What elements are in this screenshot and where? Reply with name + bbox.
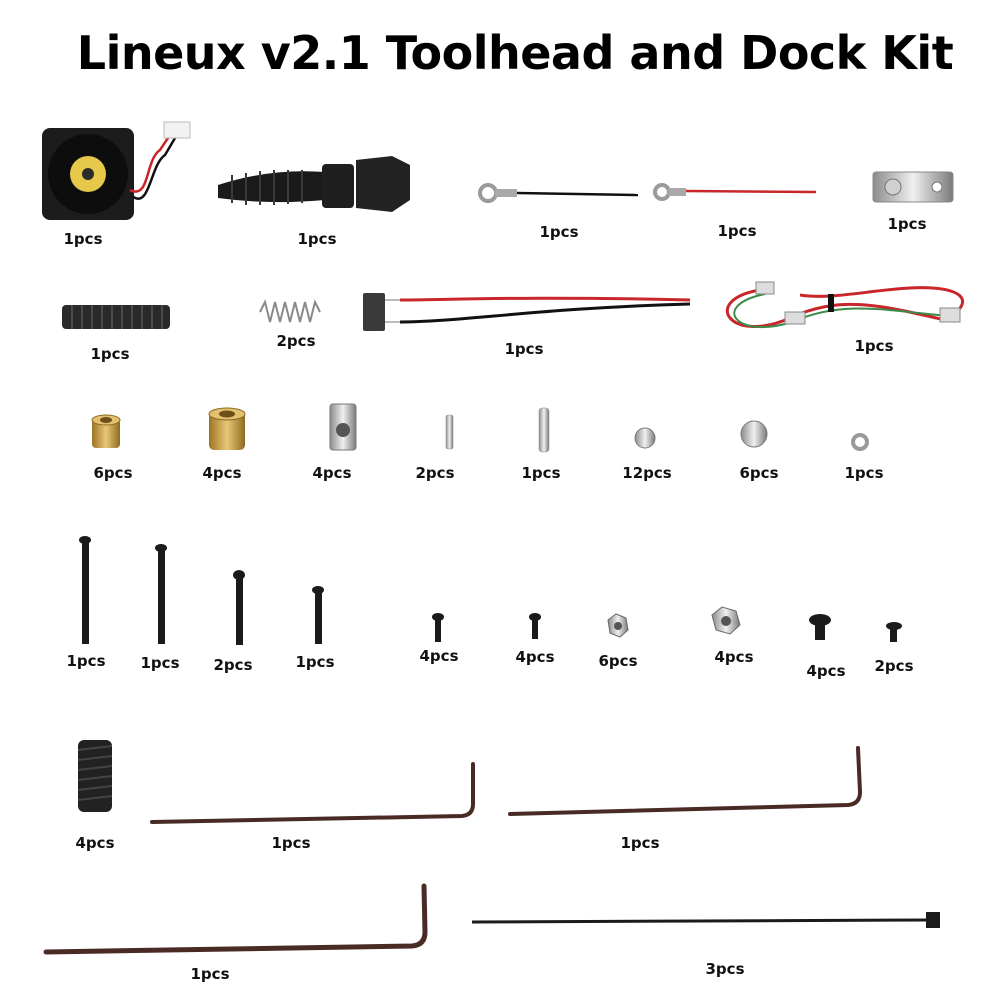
black-wire-ring-terminal-image — [478, 183, 639, 203]
qty-screw-medium: 2pcs — [213, 656, 253, 674]
qty-metal-plate: 1pcs — [887, 215, 927, 233]
t-nut-image — [329, 403, 357, 451]
allen-key-c-image — [43, 883, 428, 955]
qty-screw-long: 1pcs — [140, 654, 180, 672]
qty-dowel-pin-long: 1pcs — [521, 464, 561, 482]
screw-short-a-image — [432, 613, 444, 642]
magnet-small-image — [634, 427, 656, 449]
qty-set-screw: 4pcs — [75, 834, 115, 852]
qty-microswitch: 1pcs — [504, 340, 544, 358]
qty-magnet-large: 6pcs — [739, 464, 779, 482]
brass-insert-small-image — [91, 414, 121, 448]
qty-black-wire-ring-terminal: 1pcs — [539, 223, 579, 241]
spring-image — [259, 299, 321, 323]
qty-screw-short-medium: 1pcs — [295, 653, 335, 671]
qty-screw-extra-long: 1pcs — [66, 652, 106, 670]
qty-dowel-pin-short: 2pcs — [415, 464, 455, 482]
hex-nut-small-image — [607, 613, 629, 638]
hex-nut-large-image — [711, 606, 741, 635]
button-head-screw-large-image — [809, 614, 831, 640]
qty-brass-insert-large: 4pcs — [202, 464, 242, 482]
magnet-large-image — [740, 420, 768, 448]
qty-button-head-screw-large: 4pcs — [806, 662, 846, 680]
qty-t-nut: 4pcs — [312, 464, 352, 482]
qty-cable-tie: 3pcs — [705, 960, 745, 978]
qty-cooling-fan: 1pcs — [63, 230, 103, 248]
allen-key-b-image — [508, 746, 863, 816]
qty-allen-key-c: 1pcs — [190, 965, 230, 983]
screw-short-b-image — [529, 613, 541, 639]
screw-long-image — [155, 544, 167, 644]
microswitch-image — [363, 293, 691, 331]
qty-washer: 1pcs — [844, 464, 884, 482]
cable-gland-image — [218, 156, 410, 212]
rgb-led-cable-image — [725, 281, 965, 328]
qty-screw-short-a: 4pcs — [419, 647, 459, 665]
qty-screw-short-b: 4pcs — [515, 648, 555, 666]
qty-cable-gland: 1pcs — [297, 230, 337, 248]
set-screw-image — [77, 740, 113, 812]
screw-extra-long-image — [79, 536, 91, 644]
cable-tie-image — [471, 912, 940, 928]
qty-cable-chain: 1pcs — [90, 345, 130, 363]
page-title: Lineux v2.1 Toolhead and Dock Kit — [76, 26, 954, 80]
screw-short-medium-image — [312, 586, 324, 644]
dowel-pin-short-image — [445, 414, 454, 450]
screw-medium-image — [233, 570, 245, 645]
qty-hex-nut-small: 6pcs — [598, 652, 638, 670]
qty-button-head-screw-small: 2pcs — [874, 657, 914, 675]
cooling-fan-image — [42, 121, 191, 220]
button-head-screw-small-image — [886, 622, 902, 642]
cable-chain-image — [62, 305, 170, 329]
allen-key-a-image — [150, 762, 475, 824]
qty-hex-nut-large: 4pcs — [714, 648, 754, 666]
qty-allen-key-b: 1pcs — [620, 834, 660, 852]
brass-insert-large-image — [208, 407, 246, 450]
qty-allen-key-a: 1pcs — [271, 834, 311, 852]
qty-red-wire-ring-terminal: 1pcs — [717, 222, 757, 240]
washer-image — [851, 433, 869, 451]
qty-magnet-small: 12pcs — [622, 464, 672, 482]
metal-plate-image — [872, 171, 954, 203]
qty-spring: 2pcs — [276, 332, 316, 350]
dowel-pin-long-image — [538, 407, 550, 453]
red-wire-ring-terminal-image — [653, 183, 817, 201]
qty-rgb-led-cable: 1pcs — [854, 337, 894, 355]
qty-brass-insert-small: 6pcs — [93, 464, 133, 482]
